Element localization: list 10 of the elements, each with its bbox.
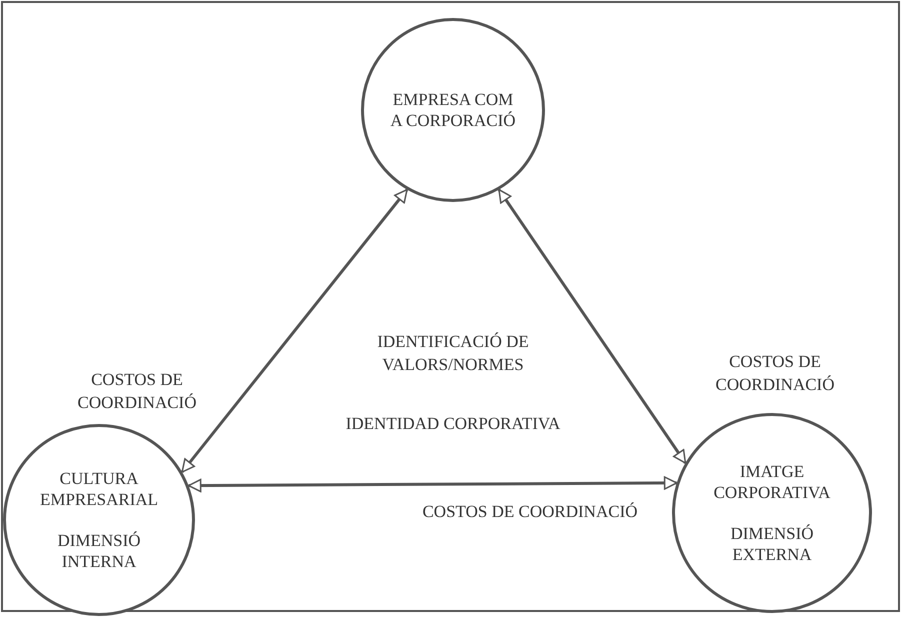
node-text: IMATGE CORPORATIVA <box>712 460 832 503</box>
node-text: CULTURA EMPRESARIAL <box>38 468 160 510</box>
double-arrow <box>498 188 687 464</box>
center-label: IDENTIFICACIÓ DE VALORS/NORMES <box>376 331 530 376</box>
double-arrow <box>188 476 678 492</box>
node-text: DIMENSIÓ EXTERNA <box>729 523 815 566</box>
double-arrow <box>180 188 408 473</box>
center-label: IDENTIDAD CORPORATIVA <box>344 413 562 435</box>
node-text: EMPRESA COM A CORPORACIÓ <box>389 88 517 132</box>
node-text: DIMENSIÓ INTERNA <box>56 530 142 572</box>
